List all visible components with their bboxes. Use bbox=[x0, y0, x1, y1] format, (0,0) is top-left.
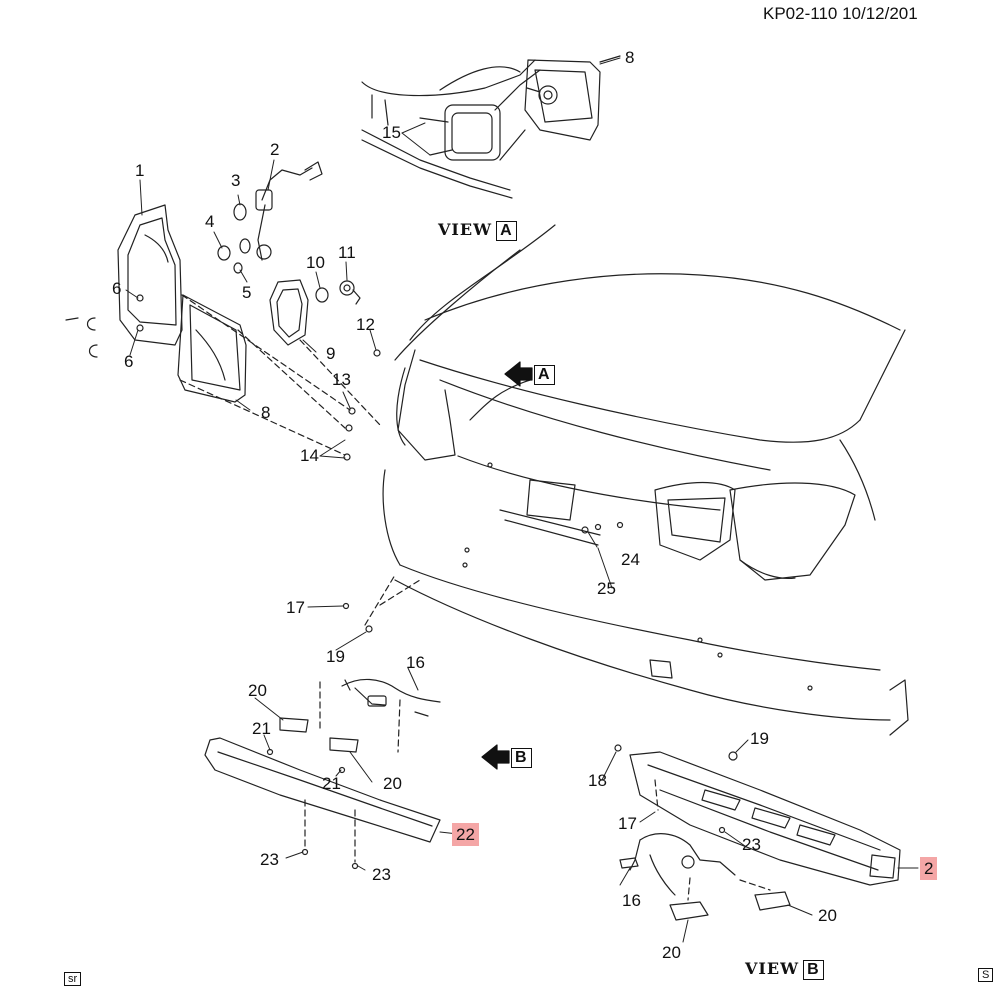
view-a-letter: A bbox=[496, 221, 517, 241]
arrow-a-letter: A bbox=[534, 364, 555, 385]
garnish-molding-drawing bbox=[204, 678, 441, 870]
callout-20-left-upper: 20 bbox=[248, 681, 267, 700]
callout-2-highlighted-edge: 2 bbox=[920, 857, 938, 880]
callout-6-upper: 6 bbox=[112, 279, 122, 298]
callout-5: 5 bbox=[242, 283, 252, 302]
callout-11: 11 bbox=[338, 243, 356, 262]
callout-13: 13 bbox=[332, 370, 351, 389]
view-b-letter: B bbox=[803, 960, 824, 980]
callout-6-lower: 6 bbox=[124, 352, 134, 371]
callout-12: 12 bbox=[356, 315, 375, 334]
callout-19-view-b: 19 bbox=[750, 729, 769, 748]
view-a-word: VIEW bbox=[438, 220, 493, 239]
view-a-inset-drawing bbox=[361, 55, 621, 199]
callout-20-view-b-bottom: 20 bbox=[662, 943, 681, 962]
callout-8-left: 8 bbox=[261, 403, 271, 422]
callout-17-view-b: 17 bbox=[618, 814, 637, 833]
callout-8-view-a: 8 bbox=[625, 48, 635, 67]
arrow-a-letter-box: A bbox=[534, 365, 555, 385]
callout-17-left: 17 bbox=[286, 598, 305, 617]
corner-box-right: S bbox=[978, 968, 994, 982]
callout-23-left: 23 bbox=[260, 850, 279, 869]
callout-2: 2 bbox=[270, 140, 280, 159]
arrow-b-letter: B bbox=[511, 747, 532, 768]
callout-21-lower: 21 bbox=[322, 774, 341, 793]
callout-14: 14 bbox=[300, 446, 319, 465]
callout-22-highlighted: 22 bbox=[452, 823, 479, 846]
callout-16-left: 16 bbox=[406, 653, 425, 672]
callout-20-view-b-right: 20 bbox=[818, 906, 837, 925]
callout-1: 1 bbox=[135, 161, 145, 180]
callout-19-left: 19 bbox=[326, 647, 345, 666]
callout-3: 3 bbox=[231, 171, 241, 190]
callout-23-middle: 23 bbox=[372, 865, 391, 884]
callout-23-view-b: 23 bbox=[742, 835, 761, 854]
callout-24: 24 bbox=[621, 550, 640, 569]
callout-18: 18 bbox=[588, 771, 607, 790]
callout-4: 4 bbox=[205, 212, 215, 231]
callout-25: 25 bbox=[597, 579, 616, 598]
view-b-molding-drawing bbox=[614, 744, 901, 921]
arrow-b-letter-box: B bbox=[511, 748, 532, 768]
callout-leader-lines bbox=[125, 57, 919, 943]
arrow-a-shape bbox=[504, 361, 533, 387]
callout-21-upper: 21 bbox=[252, 719, 271, 738]
callout-9: 9 bbox=[326, 344, 336, 363]
arrow-b-shape bbox=[481, 744, 510, 770]
callout-16-view-b: 16 bbox=[622, 891, 641, 910]
document-code: KP02-110 10/12/201 bbox=[763, 4, 918, 23]
callout-20-left-lower: 20 bbox=[383, 774, 402, 793]
view-b-word: VIEW bbox=[745, 959, 800, 978]
left-lamp-assembly-drawing bbox=[65, 161, 381, 461]
callout-10: 10 bbox=[306, 253, 325, 272]
corner-box-left: sr bbox=[64, 972, 82, 986]
callout-15: 15 bbox=[382, 123, 401, 142]
vehicle-rear-body-drawing bbox=[342, 224, 909, 736]
